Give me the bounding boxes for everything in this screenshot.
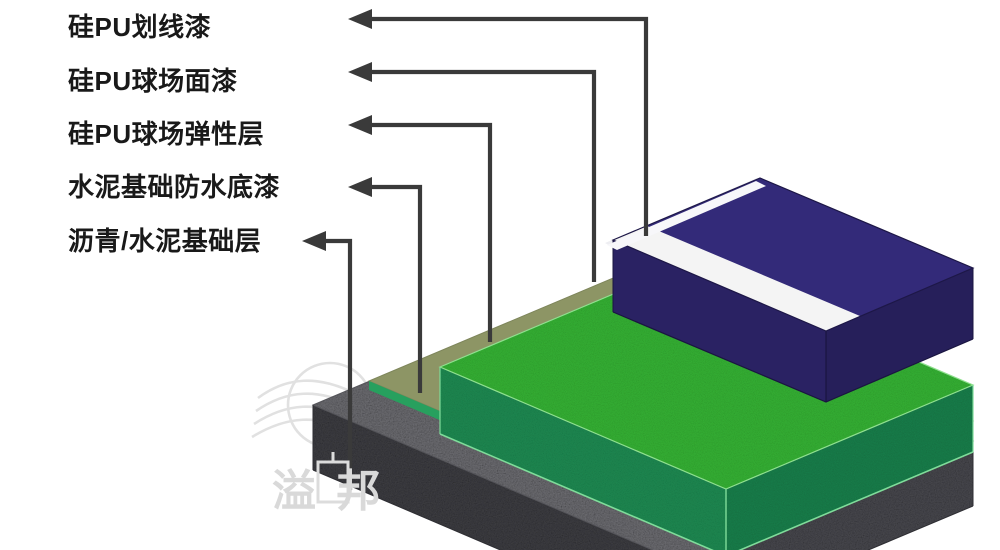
leader-base-course (302, 231, 353, 490)
label-elastic-layer: 硅PU球场弹性层 (68, 119, 265, 149)
label-waterproof-primer: 水泥基础防水底漆 (68, 172, 281, 202)
leader-elastic (348, 115, 493, 342)
layer-elastic (438, 262, 975, 550)
watermark-box-glyph (316, 452, 350, 504)
leader-waterproof-primer (348, 177, 423, 393)
label-line-paint: 硅PU划线漆 (68, 12, 212, 42)
leader-lines (302, 9, 649, 490)
leader-surface-coat (348, 62, 597, 282)
label-base-course: 沥青/水泥基础层 (68, 226, 262, 256)
label-surface-coat: 硅PU球场面漆 (68, 66, 238, 96)
court-line-paint (613, 226, 860, 331)
leader-line-paint (348, 9, 649, 236)
